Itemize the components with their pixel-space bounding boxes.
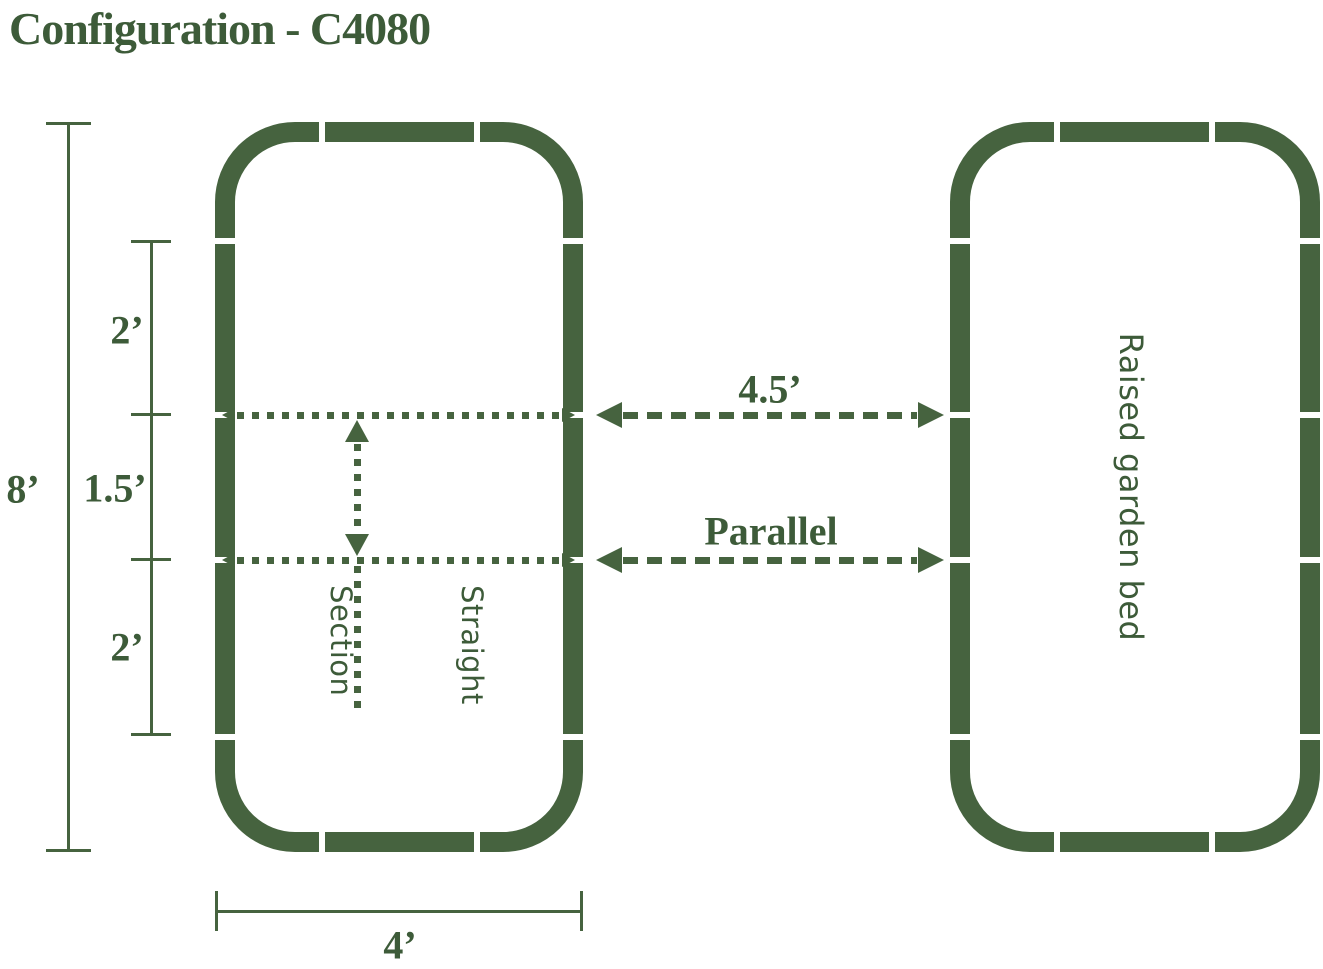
dim-sections-cap-2 [131, 413, 171, 416]
arrowhead-right-icon [562, 408, 575, 422]
panel-gap [1296, 412, 1323, 418]
dim-8ft-label: 8’ [6, 466, 40, 512]
panel-gap [1054, 118, 1060, 146]
page-title: Configuration - C4080 [9, 3, 431, 54]
section-arrow-shaft [354, 444, 361, 534]
dim-8ft-cap-top [46, 122, 91, 125]
panel-gap [1209, 118, 1215, 146]
raised-garden-bed-label: Raised garden bed [1112, 332, 1150, 642]
straight-section-pointer [354, 566, 361, 716]
panel-gap [1296, 238, 1323, 244]
dotted-line-lower [237, 557, 562, 564]
parallel-arrow-shaft [623, 557, 917, 564]
arrowhead-right-icon [918, 547, 944, 573]
panel-gap [1209, 828, 1215, 856]
panel-gap [559, 238, 587, 244]
panel-gap [946, 412, 974, 418]
dim-2ft-bottom-label: 2’ [110, 624, 144, 670]
dim-1-5ft-label: 1.5’ [83, 465, 147, 511]
dim-sections-cap-4 [131, 733, 171, 736]
dotted-line-upper [237, 412, 562, 419]
panel-gap [474, 828, 480, 856]
right-garden-bed-outline [946, 118, 1323, 856]
arrowhead-right-icon [562, 553, 575, 567]
panel-gap [1054, 828, 1060, 856]
panel-gap [211, 238, 239, 244]
dim-8ft-cap-bottom [46, 849, 91, 852]
dim-4ft-cap-right [580, 891, 583, 931]
arrowhead-down-icon [345, 534, 369, 556]
dim-2ft-top-label: 2’ [110, 307, 144, 353]
dim-sections-line [150, 240, 153, 736]
dim-sections-cap-1 [131, 240, 171, 243]
arrowhead-up-icon [345, 420, 369, 442]
panel-gap [319, 118, 325, 146]
panel-gap [946, 238, 974, 244]
dim-4ft-cap-left [215, 891, 218, 931]
panel-gap [1296, 734, 1323, 740]
left-garden-bed-outline [211, 118, 587, 856]
panel-gap [474, 118, 480, 146]
arrowhead-left-icon [596, 547, 622, 573]
dim-8ft-line [67, 122, 70, 852]
straight-section-label: Straight Section [232, 585, 580, 705]
arrowhead-left-icon [222, 553, 235, 567]
panel-gap [211, 734, 239, 740]
panel-gap [319, 828, 325, 856]
dim-sections-cap-3 [131, 558, 171, 561]
panel-gap [1296, 557, 1323, 563]
panel-gap [946, 734, 974, 740]
arrowhead-left-icon [596, 402, 622, 428]
arrowhead-left-icon [222, 408, 235, 422]
straight-section-line2: Section [324, 585, 359, 697]
arrowhead-right-icon [918, 402, 944, 428]
straight-section-line1: Straight [455, 585, 489, 705]
spacing-arrow-shaft [623, 412, 917, 419]
spacing-label: 4.5’ [738, 366, 802, 412]
dim-4ft-line [215, 910, 583, 913]
parallel-label: Parallel [704, 508, 838, 554]
panel-gap [559, 734, 587, 740]
panel-gap [946, 557, 974, 563]
dim-4ft-label: 4’ [383, 922, 417, 968]
